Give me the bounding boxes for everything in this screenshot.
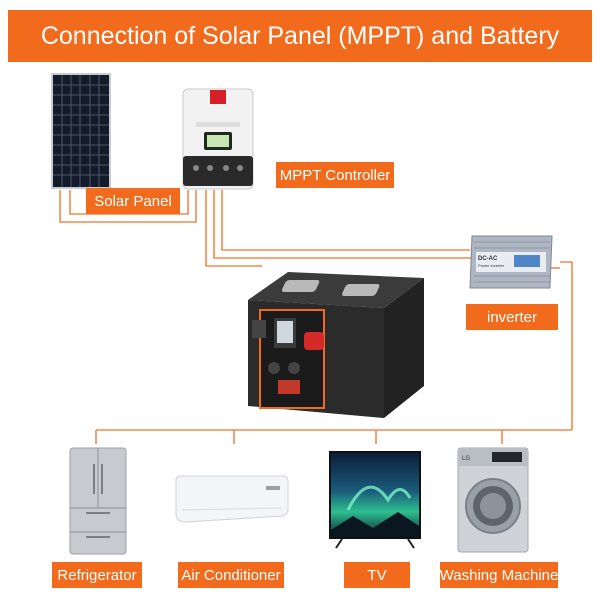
label-solar-panel: Solar Panel <box>86 188 180 214</box>
tv-image <box>329 451 421 549</box>
mppt-controller-image <box>182 88 254 190</box>
inverter-sub-text: Power Inverter <box>478 263 505 268</box>
wire-controller-2 <box>213 190 480 259</box>
refrigerator-image <box>69 447 127 555</box>
air-conditioner-image <box>175 475 289 523</box>
washing-machine-image: LG <box>457 447 529 553</box>
battery-image <box>248 272 424 418</box>
label-mppt-controller: MPPT Controller <box>276 162 394 188</box>
label-refrigerator: Refrigerator <box>52 562 142 588</box>
label-tv: TV <box>344 562 410 588</box>
wire-solar-1 <box>59 190 197 223</box>
solar-panel-image <box>51 73 111 189</box>
label-air-conditioner: Air Conditioner <box>178 562 284 588</box>
label-inverter: inverter <box>466 304 558 330</box>
wire-controller-1 <box>205 190 262 267</box>
wire-controller-3 <box>221 190 470 251</box>
label-washing-machine: Washing Machine <box>440 562 558 588</box>
wire-solar-2 <box>69 190 189 215</box>
inverter-image: DC-AC Power Inverter <box>469 235 553 289</box>
inverter-face-text: DC-AC <box>478 256 498 262</box>
washer-brand-text: LG <box>462 456 470 462</box>
wire-inverter-out <box>560 261 573 430</box>
diagram-title: Connection of Solar Panel (MPPT) and Bat… <box>40 21 560 50</box>
title-banner: Connection of Solar Panel (MPPT) and Bat… <box>8 10 592 62</box>
